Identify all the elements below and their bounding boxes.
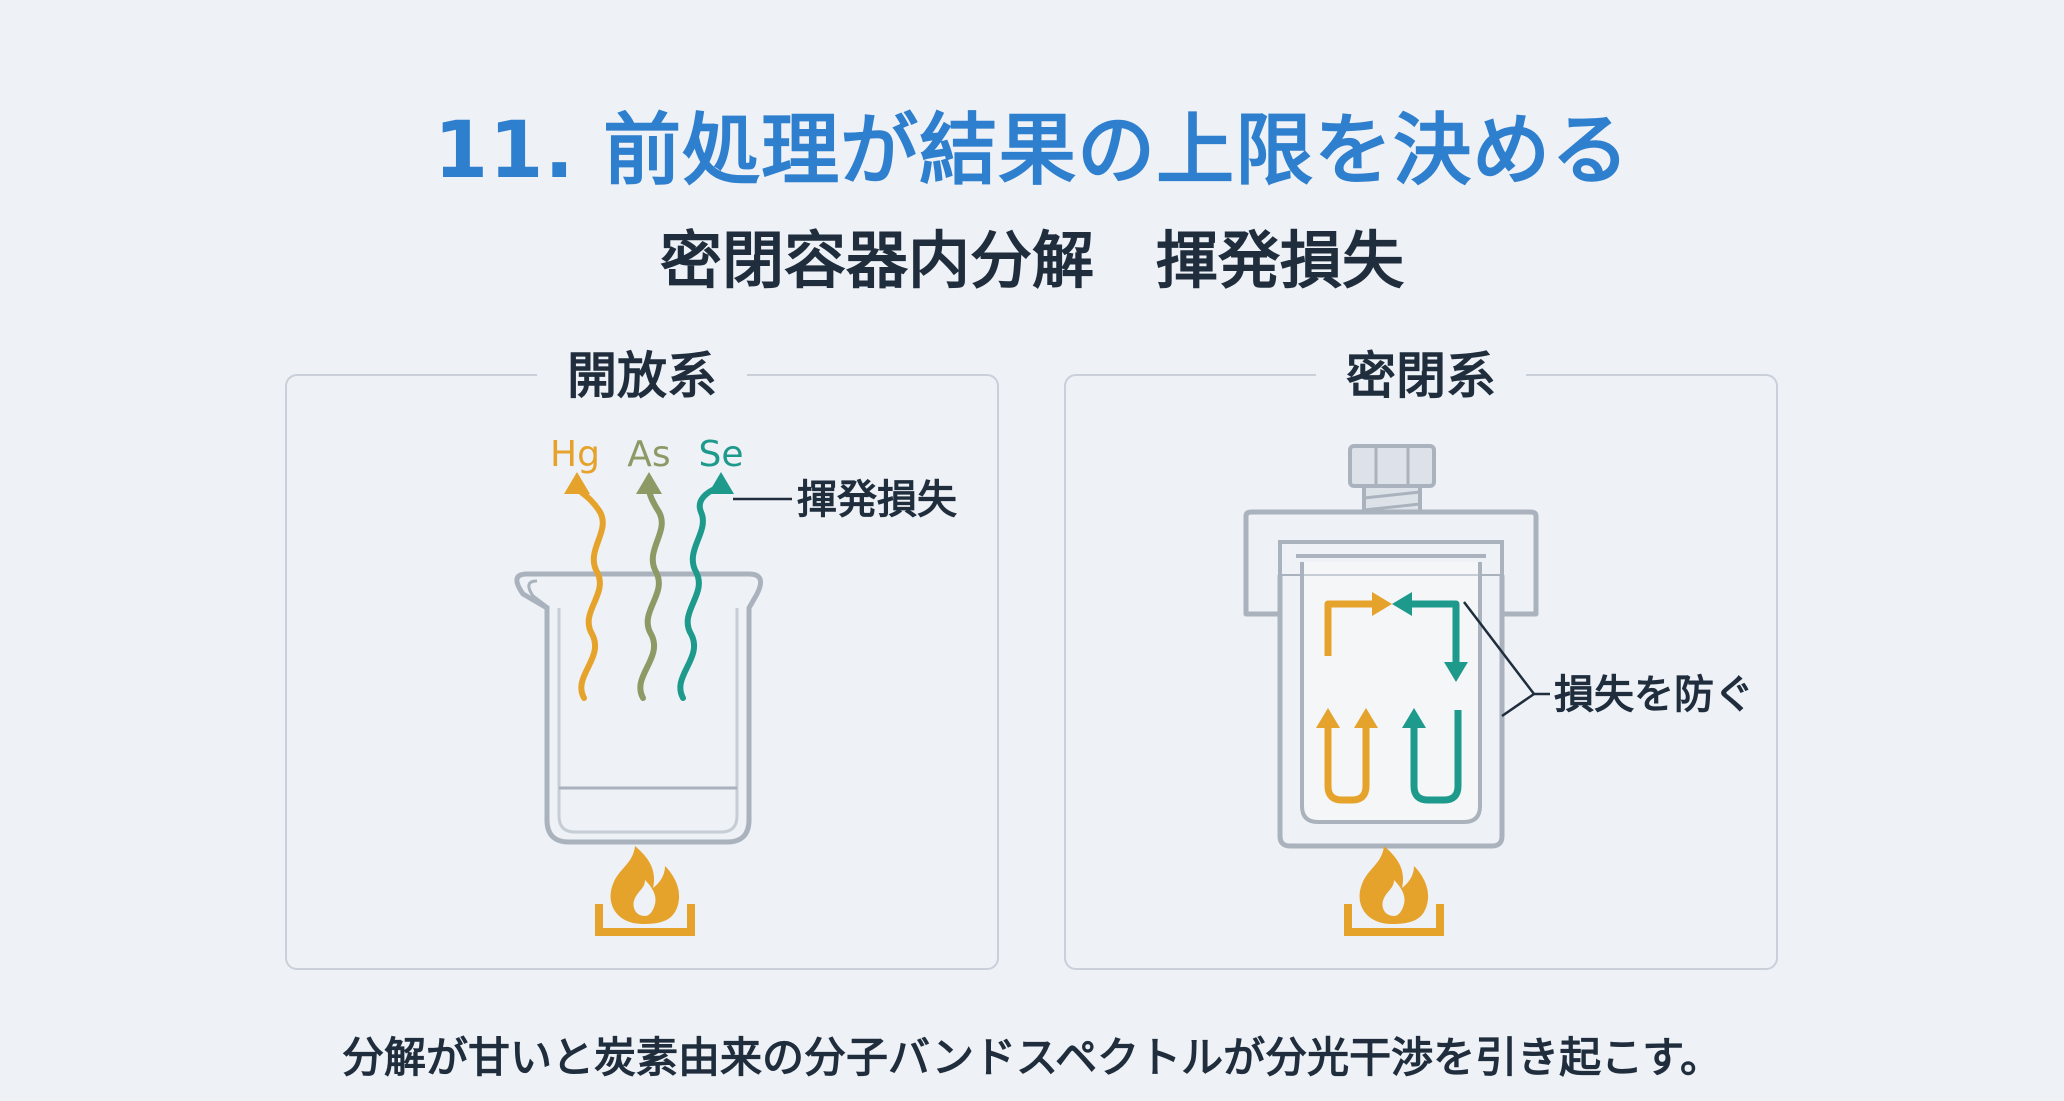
prevent-loss-label: 損失を防ぐ — [1554, 672, 1754, 718]
closed-system-panel: 密閉系 — [1064, 326, 1778, 970]
arrow-up-icon — [564, 472, 590, 494]
open-system-title: 開放系 — [537, 326, 747, 426]
pressure-vessel-icon — [1243, 444, 1539, 849]
page-title: 11. 前処理が結果の上限を決める — [433, 106, 1631, 196]
closed-system-title: 密閉系 — [1316, 326, 1526, 426]
open-system-title-wrap: 開放系 — [287, 326, 997, 426]
element-label-as: As — [627, 434, 670, 475]
footer-note: 分解が甘いと炭素由来の分子バンドスペクトルが分光干渉を引き起こす。 — [341, 1033, 1723, 1082]
element-label-se: Se — [699, 434, 744, 475]
arrow-up-icon — [636, 472, 662, 494]
volatilization-loss-label: 揮発損失 — [797, 477, 958, 523]
arrow-up-icon — [708, 472, 734, 494]
flame-icon — [595, 846, 695, 936]
closed-system-diagram: 損失を防ぐ — [1243, 444, 1754, 936]
open-system-panel: 開放系 Hg As Se 揮発損失 — [285, 326, 999, 970]
closed-system-title-wrap: 密閉系 — [1066, 326, 1776, 426]
beaker-icon — [514, 571, 764, 845]
reflux-arrows — [1316, 592, 1468, 804]
open-system-diagram: Hg As Se 揮発損失 — [514, 434, 958, 936]
page-subtitle: 密閉容器内分解 揮発損失 — [659, 224, 1404, 297]
flame-icon — [1344, 846, 1444, 936]
element-label-hg: Hg — [550, 434, 600, 475]
